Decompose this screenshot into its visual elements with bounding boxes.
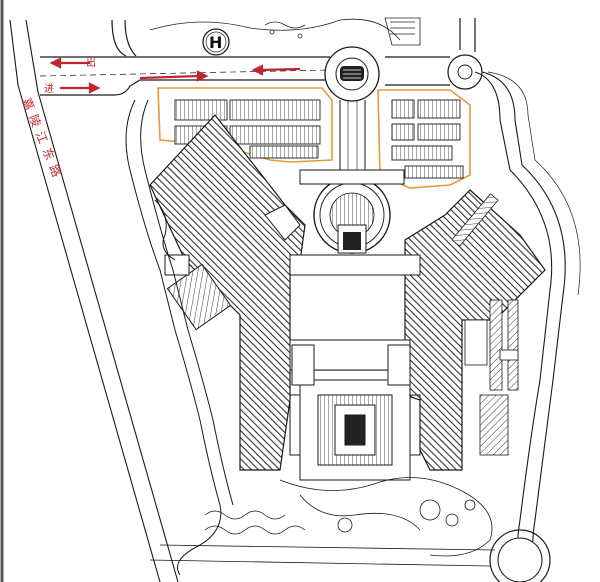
right-roundabout bbox=[447, 54, 483, 90]
top-landscape bbox=[149, 17, 421, 46]
access-road bbox=[39, 18, 476, 96]
main-building-hatched bbox=[149, 114, 546, 471]
central-atrium bbox=[299, 169, 405, 254]
exit-label: 出 bbox=[86, 56, 96, 69]
central-avenue bbox=[339, 100, 366, 180]
left-annex bbox=[164, 254, 232, 331]
bottom-roundabout bbox=[489, 529, 551, 582]
bottom-garden bbox=[149, 477, 496, 567]
ring-road bbox=[474, 71, 581, 576]
helipad-label: H bbox=[209, 33, 222, 52]
main-road bbox=[9, 19, 179, 582]
entrance-label: 进 bbox=[44, 83, 54, 95]
helipad: H bbox=[202, 28, 230, 56]
parking-right-diagonal bbox=[451, 193, 519, 456]
traffic-arrows bbox=[49, 57, 301, 94]
central-roundabout bbox=[324, 46, 380, 102]
parking-right bbox=[391, 99, 464, 179]
left-landscape-path bbox=[125, 99, 234, 576]
south-palace-complex bbox=[289, 344, 421, 481]
